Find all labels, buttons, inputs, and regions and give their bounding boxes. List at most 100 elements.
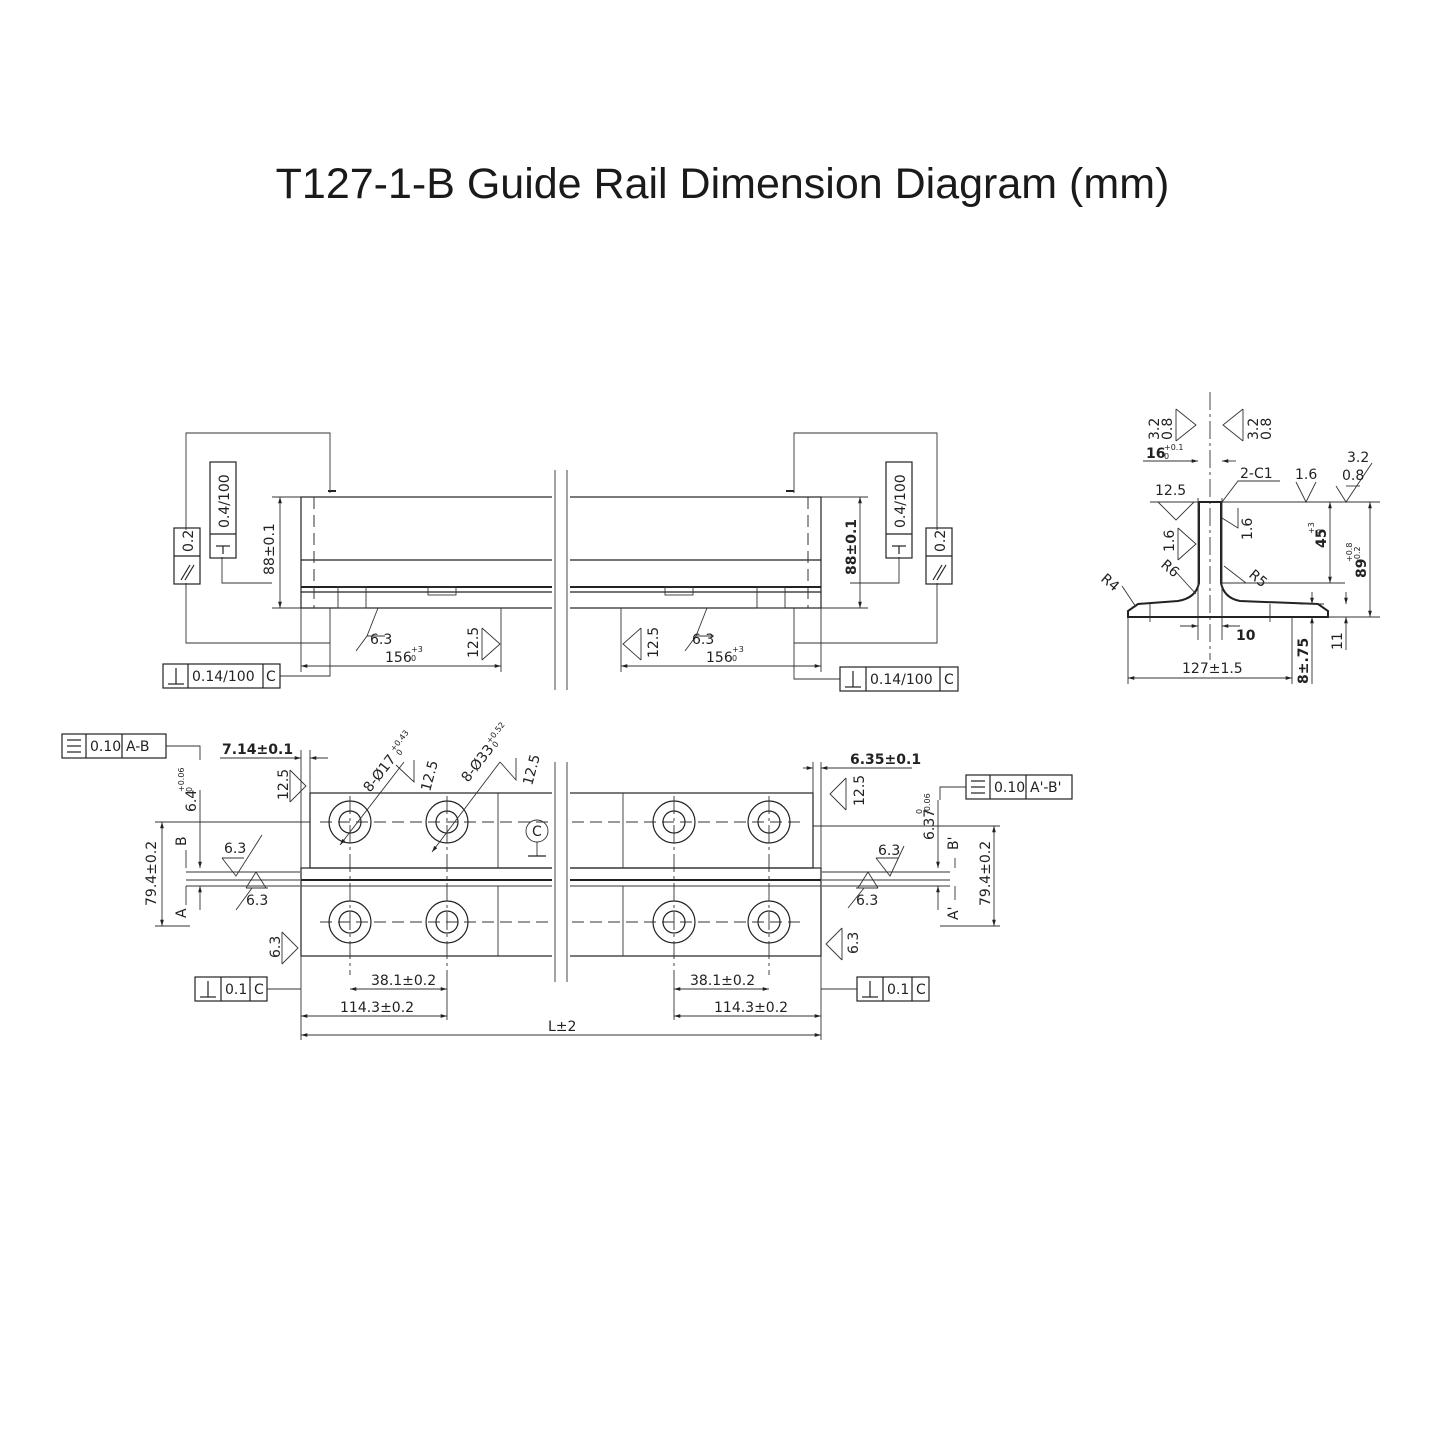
svg-text:+0.06: +0.06 — [177, 767, 186, 792]
svg-text:12.5: 12.5 — [1155, 483, 1186, 499]
top-right-perpendicular-frame-bottom: 0.14/100 C — [793, 608, 959, 692]
datum-c: C — [525, 819, 549, 857]
bottom-break-mark — [552, 762, 570, 982]
svg-text:0: 0 — [411, 654, 416, 663]
radius-5: R5 — [1245, 567, 1270, 591]
svg-text:+3: +3 — [732, 645, 744, 654]
section-view: 3.2 0.8 3.2 0.8 16 +0.1 0 2-C1 1.6 3.2 0… — [1097, 392, 1380, 684]
roughness-bottom-right: 6.3 — [825, 927, 862, 961]
svg-text:0: 0 — [915, 809, 924, 814]
section-roughness-top-left: 3.2 0.8 — [1147, 408, 1197, 442]
svg-text:0: 0 — [394, 748, 404, 758]
top-left-roughness-b: 12.5 — [466, 627, 501, 661]
top-right-parallelism-frame: 0.2 — [925, 527, 953, 585]
web-thickness: 10 — [1236, 628, 1256, 644]
top-right-perpendicular-frame: 0.4/100 — [885, 461, 913, 559]
span-left: 114.3±0.2 — [340, 1000, 414, 1016]
datum-b-label: B — [174, 836, 190, 846]
roughness-l2: 6.3 — [235, 871, 268, 911]
roughness-hole-small: 12.5 — [395, 759, 442, 793]
roughness-r1: 6.3 — [875, 843, 905, 877]
radius-4: R4 — [1097, 571, 1122, 595]
foot-width: 127±1.5 — [1182, 661, 1243, 677]
top-left-parallelism-frame: 0.2 — [173, 527, 201, 585]
perp-left-frame: 0.1 C — [194, 976, 301, 1002]
svg-text:12.5: 12.5 — [520, 753, 544, 787]
svg-text:0.10: 0.10 — [90, 739, 121, 755]
svg-text:0.10: 0.10 — [994, 780, 1025, 796]
top-right-roughness-b: 6.3 — [684, 607, 714, 652]
svg-text:C: C — [266, 669, 276, 685]
total-height: 89 — [1354, 559, 1370, 578]
pitch-left: 38.1±0.2 — [371, 973, 436, 989]
svg-text:0.8: 0.8 — [1342, 468, 1364, 484]
blade-width: 16 — [1146, 446, 1165, 462]
right-depth: 6.37 — [922, 809, 938, 840]
top-right-length: 156 — [706, 650, 733, 666]
top-right-perpendicular-value: 0.4/100 — [893, 474, 909, 528]
total-length: L±2 — [548, 1019, 576, 1035]
section-roughness-blade: 1.6 — [1221, 508, 1256, 540]
svg-text:0.8: 0.8 — [1160, 418, 1176, 440]
page-title: T127-1-B Guide Rail Dimension Diagram (m… — [275, 160, 1170, 208]
svg-text:0: 0 — [732, 654, 737, 663]
blade-height: 45 — [1314, 529, 1330, 548]
svg-text:6.3: 6.3 — [246, 893, 268, 909]
hole-large-label: 8-Ø33 — [459, 742, 498, 786]
roughness-left-end: 12.5 — [276, 769, 307, 803]
top-right-height: 88±0.1 — [844, 519, 860, 575]
pitch-right: 38.1±0.2 — [690, 973, 755, 989]
svg-text:0.1: 0.1 — [887, 982, 909, 998]
svg-text:12.5: 12.5 — [276, 769, 292, 800]
bottom-view: C 8-Ø17 +0.43 0 12.5 8-Ø33 +0.52 0 12.5 … — [61, 720, 1073, 1040]
svg-text:+0.1: +0.1 — [1164, 443, 1183, 452]
svg-text:6.3: 6.3 — [878, 843, 900, 859]
roughness-hole-large: 12.5 — [499, 753, 544, 787]
chamfer-label: 2-C1 — [1240, 466, 1273, 482]
svg-text:0.14/100: 0.14/100 — [870, 672, 933, 688]
top-left-length: 156 — [385, 650, 412, 666]
datum-a-prime-label: A' — [946, 907, 962, 920]
roughness-right-end: 12.5 — [829, 775, 868, 811]
svg-text:C: C — [944, 672, 954, 688]
roughness-l1: 6.3 — [221, 834, 263, 877]
datum-a-label: A — [174, 908, 190, 918]
svg-text:C: C — [916, 982, 926, 998]
top-break-mark — [552, 470, 570, 690]
svg-text:+0.8: +0.8 — [1345, 543, 1354, 562]
foot-thickness: 8±.75 — [1296, 638, 1312, 684]
sym-right-frame: 0.10 A'-B' — [939, 774, 1073, 800]
rail-profile — [1127, 501, 1329, 618]
svg-text:12.5: 12.5 — [466, 627, 482, 658]
hole-small-label: 8-Ø17 — [361, 752, 400, 796]
right-width: 79.4±0.2 — [978, 841, 994, 906]
svg-text:1.6: 1.6 — [1162, 530, 1178, 552]
svg-text:0: 0 — [185, 787, 194, 792]
span-right: 114.3±0.2 — [714, 1000, 788, 1016]
svg-text:-0.06: -0.06 — [923, 793, 932, 814]
left-offset: 7.14±0.1 — [222, 742, 293, 758]
svg-text:1.6: 1.6 — [1295, 467, 1317, 483]
top-left-roughness-a: 6.3 — [355, 607, 392, 652]
radius-6: R6 — [1157, 557, 1182, 581]
svg-text:C: C — [532, 824, 542, 840]
svg-text:+3: +3 — [1307, 522, 1316, 534]
svg-text:6.3: 6.3 — [846, 932, 862, 954]
top-left-perpendicular-value: 0.4/100 — [217, 474, 233, 528]
foot-height: 11 — [1330, 632, 1346, 650]
svg-text:-0.2: -0.2 — [1353, 546, 1362, 562]
left-depth: 6.4 — [184, 790, 200, 812]
svg-text:12.5: 12.5 — [646, 627, 662, 658]
svg-text:3.2: 3.2 — [1147, 418, 1163, 440]
svg-text:0.1: 0.1 — [225, 982, 247, 998]
svg-text:3.2: 3.2 — [1347, 450, 1369, 466]
top-left-perpendicular-frame: 0.4/100 — [209, 461, 237, 559]
top-right-roughness-a: 12.5 — [622, 627, 662, 661]
top-left-parallelism-value: 0.2 — [181, 530, 197, 552]
datum-b-prime-label: B' — [946, 837, 962, 850]
top-right-parallelism-value: 0.2 — [933, 530, 949, 552]
top-view: 88±0.1 0.2 0.4/100 88±0.1 0.4/1 — [162, 432, 959, 692]
svg-text:0.14/100: 0.14/100 — [192, 669, 255, 685]
roughness-bottom-left: 6.3 — [268, 931, 299, 965]
sym-left-frame: 0.10 A-B — [61, 733, 201, 760]
